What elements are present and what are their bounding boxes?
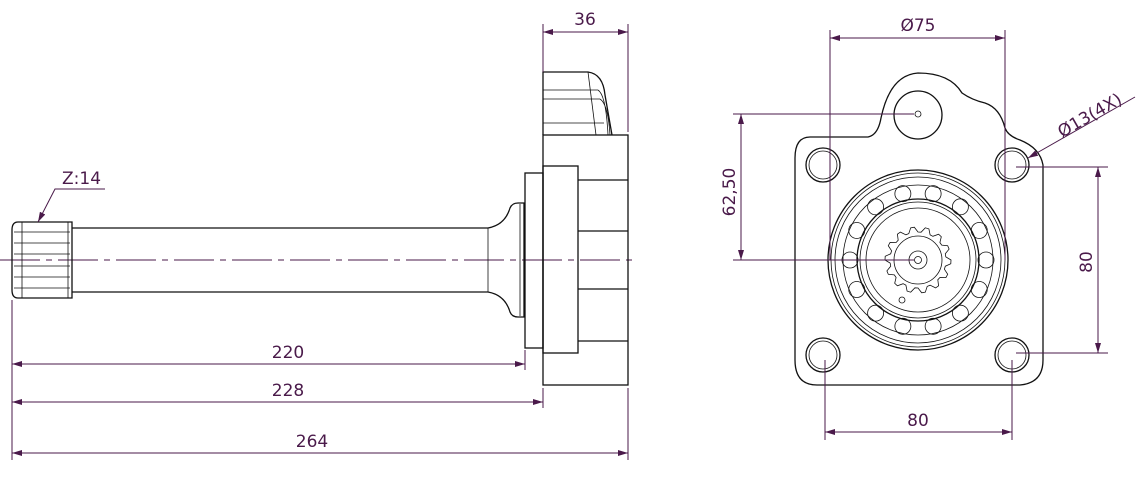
side-view: 36 220 228 264 Z:14 — [0, 10, 636, 460]
bearing-ball — [924, 317, 942, 335]
bearing-ball — [848, 222, 866, 239]
splined-end — [11, 221, 73, 299]
bearing-ball — [977, 251, 995, 269]
dim-264: 264 — [296, 432, 328, 452]
flange — [542, 71, 629, 386]
bearing-ball — [867, 198, 885, 216]
dim-220: 220 — [272, 343, 304, 363]
shaft — [72, 202, 525, 318]
dim-228: 228 — [272, 381, 304, 401]
dim-offset: 62,50 — [720, 168, 740, 217]
dim-vertical-hole-spacing: 80 — [1077, 251, 1097, 273]
spline-label: Z:14 — [62, 169, 101, 189]
bearing-ball — [848, 281, 866, 298]
dim-horizontal-hole-spacing: 80 — [907, 411, 929, 431]
bearing-ball — [970, 281, 988, 298]
bearing-ball — [951, 198, 969, 216]
bearing-ball — [951, 304, 969, 322]
bearing-ball — [867, 304, 885, 322]
mounting-holes — [805, 147, 1030, 373]
bearing-ball — [924, 185, 942, 203]
dim-hole-diameter: Ø13(4X) — [1055, 90, 1126, 143]
dim-36: 36 — [574, 10, 596, 30]
bearing-ball — [894, 317, 912, 335]
front-view: Ø75 62,50 80 80 Ø13(4X) — [720, 16, 1136, 440]
dim-pilot-diameter: Ø75 — [900, 16, 935, 36]
flange-plate — [794, 72, 1044, 386]
bearing-ball — [894, 185, 912, 203]
bearing-ball — [970, 222, 988, 239]
